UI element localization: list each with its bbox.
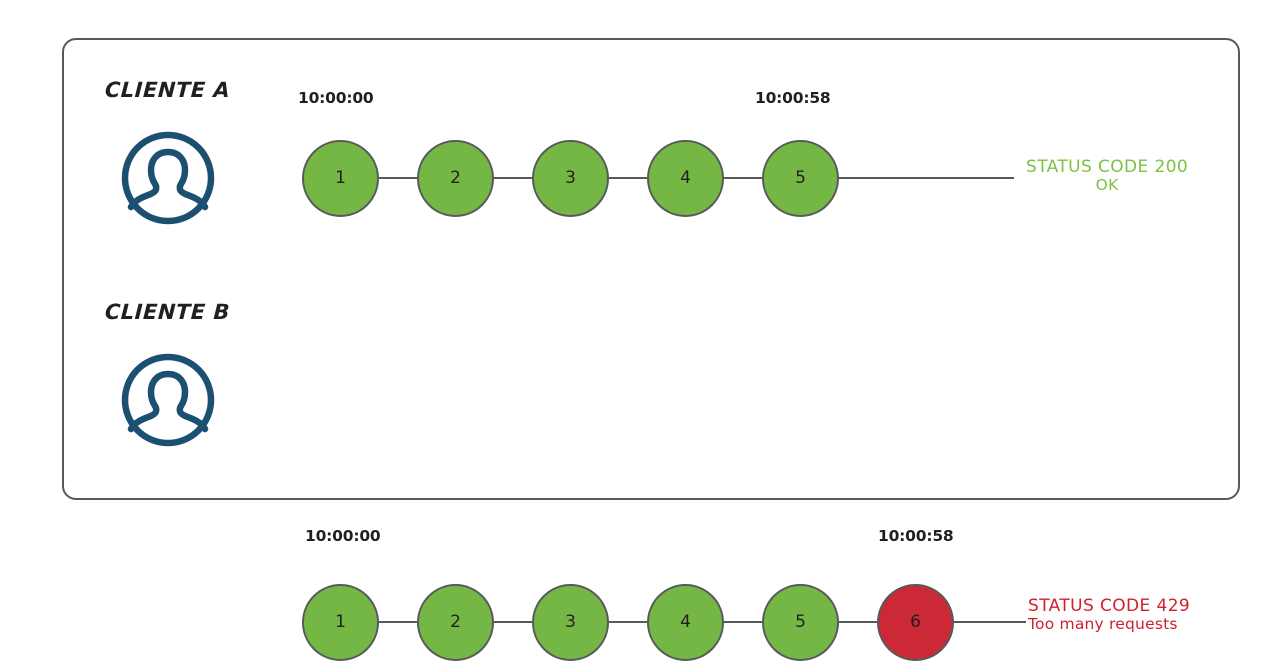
connector [494,620,532,624]
request-node[interactable]: 4 [647,139,724,217]
status-badge-b: STATUS CODE 429 Too many requests [1028,596,1191,634]
connector [609,620,647,624]
timestamp-a-start: 10:00:00 [298,89,374,107]
connector [839,620,877,624]
request-node[interactable]: 1 [302,583,379,661]
connector [379,176,417,180]
user-avatar-icon [118,128,218,228]
connector [609,176,647,180]
timestamp-b-end: 10:00:58 [878,527,954,545]
request-node[interactable]: 2 [417,583,494,661]
request-node[interactable]: 3 [532,583,609,661]
client-b-label: CLIENTE B [104,300,231,324]
status-message-text: OK [1095,176,1119,195]
status-code-text: STATUS CODE 200 [1026,157,1189,177]
request-node-denied[interactable]: 6 [877,583,954,661]
user-avatar-icon [118,350,218,450]
request-node[interactable]: 2 [417,139,494,217]
chain-tail [954,620,1026,624]
request-node[interactable]: 3 [532,139,609,217]
status-badge-a: STATUS CODE 200 OK [1026,157,1189,195]
request-node[interactable]: 1 [302,139,379,217]
connector [724,620,762,624]
diagram-frame [62,38,1240,500]
chain-tail [839,176,1014,180]
request-node[interactable]: 5 [762,583,839,661]
connector [494,176,532,180]
status-code-text: STATUS CODE 429 [1028,596,1191,616]
request-node[interactable]: 5 [762,139,839,217]
timestamp-a-end: 10:00:58 [755,89,831,107]
request-chain-b: 1 2 3 4 5 6 [302,583,1026,661]
timestamp-b-start: 10:00:00 [305,527,381,545]
status-message-text: Too many requests [1028,615,1178,634]
request-node[interactable]: 4 [647,583,724,661]
connector [724,176,762,180]
request-chain-a: 1 2 3 4 5 [302,139,1014,217]
client-a-label: CLIENTE A [104,78,231,102]
connector [379,620,417,624]
